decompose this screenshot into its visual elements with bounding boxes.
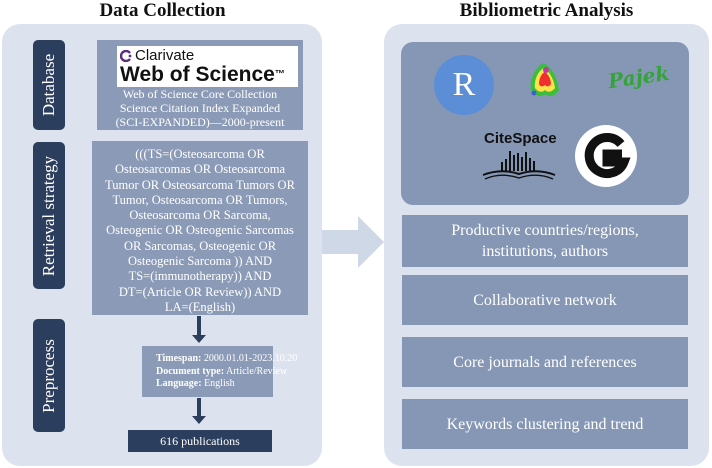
retrieval-line: Osteogenic OR Osteogenic Sarcomas <box>106 223 294 238</box>
retrieval-line: Osteosarcoma OR Sarcoma, <box>129 208 271 223</box>
vosviewer-icon <box>530 63 559 97</box>
clarivate-logo-icon <box>120 50 132 62</box>
analysis-item-line: Collaborative network <box>473 291 617 309</box>
database-box: Clarivate Web of Science™ Web of Science… <box>97 40 303 130</box>
product-name: Web of Science <box>120 63 275 86</box>
retrieval-line: Osteosarcomas OR Osteosarcoma <box>114 162 286 177</box>
analysis-item-line: Productive countries/regions, <box>451 222 639 239</box>
preprocess-row: Language: English <box>156 378 273 391</box>
web-of-science-title: Web of Science™ <box>120 63 285 87</box>
publication-count-box: 616 publications <box>128 430 272 452</box>
retrieval-line: (((TS=(Osteosarcoma OR <box>135 147 265 161</box>
preprocess-label: Preprocess <box>33 319 65 432</box>
flow-arrow-head <box>192 416 206 424</box>
g-logo-icon <box>575 125 637 187</box>
r-logo-icon: R <box>434 55 494 115</box>
retrieval-line: LA=(English) <box>164 299 236 314</box>
preprocess-value: 2000.01.01-2023.10.20 <box>203 353 298 364</box>
preprocess-row: Document type: Article/Review <box>156 365 287 379</box>
preprocess-row: Timespan: 2000.01.01-2023.10.20 <box>156 353 297 366</box>
right-heading: Bibliometric Analysis <box>459 0 634 21</box>
r-letter: R <box>452 66 476 103</box>
citespace-logo: CiteSpace <box>484 130 557 147</box>
retrieval-line: Tumor, Osteosarcoma OR Tumors, <box>112 192 288 207</box>
flow-arrow-head <box>192 335 206 343</box>
analysis-item-line: Core journals and references <box>453 353 637 371</box>
database-label-text: Database <box>39 53 58 117</box>
retrieval-line: Osteogenic Sarcoma )) AND <box>127 254 273 269</box>
database-line: (SCI-EXPANDED)—2000-present <box>115 115 285 129</box>
database-line: Science Citation Index Expanded <box>119 101 281 115</box>
preprocess-value: English <box>204 378 235 389</box>
retrieval-line: OR Sarcomas, Osteogenic OR <box>123 238 277 253</box>
database-line: Web of Science Core Collection <box>122 87 278 101</box>
preprocess-label-text: Preprocess <box>39 338 58 413</box>
flow-arrow-shaft <box>197 398 201 417</box>
left-heading: Data Collection <box>99 0 226 21</box>
analysis-item-line: Keywords clustering and trend <box>446 415 644 433</box>
connector-arrow-icon <box>322 216 384 268</box>
database-lines: Web of Science Core Collection Science C… <box>97 87 303 129</box>
trademark: ™ <box>274 69 285 80</box>
preprocess-box: Timespan: 2000.01.01-2023.10.20 Document… <box>142 346 297 397</box>
preprocess-value: Article/Review <box>226 365 288 377</box>
analysis-item-line: institutions, authors <box>481 243 609 260</box>
retrieval-line: Tumor OR Osteosarcoma Tumors OR <box>105 177 295 192</box>
analysis-item-productive: Productive countries/regions, institutio… <box>402 215 688 267</box>
preprocess-key: Timespan: <box>156 353 202 364</box>
retrieval-line: DT=(Article OR Review)) AND <box>118 284 282 299</box>
database-label: Database <box>33 40 65 130</box>
preprocess-key: Document type: <box>156 365 225 377</box>
analysis-item-collaborative: Collaborative network <box>402 275 688 325</box>
preprocess-key: Language: <box>156 378 202 389</box>
wos-logo: Clarivate Web of Science™ <box>117 46 298 87</box>
citespace-book-icon <box>482 151 556 180</box>
clarivate-brand: Clarivate <box>135 47 195 64</box>
retrieval-line: TS=(immunotherapy)) AND <box>128 269 272 284</box>
flow-arrow-shaft <box>197 316 201 336</box>
analysis-item-keywords: Keywords clustering and trend <box>402 399 688 449</box>
tools-box: R Pajek CiteSpace <box>401 42 689 205</box>
analysis-item-core-journals: Core journals and references <box>402 337 688 387</box>
retrieval-strategy-box: (((TS=(Osteosarcoma OR Osteosarcomas OR … <box>92 141 308 315</box>
retrieval-strategy-label: Retrieval strategy <box>33 142 65 289</box>
retrieval-strategy-label-text: Retrieval strategy <box>39 155 58 276</box>
pajek-logo: Pajek <box>606 60 671 94</box>
